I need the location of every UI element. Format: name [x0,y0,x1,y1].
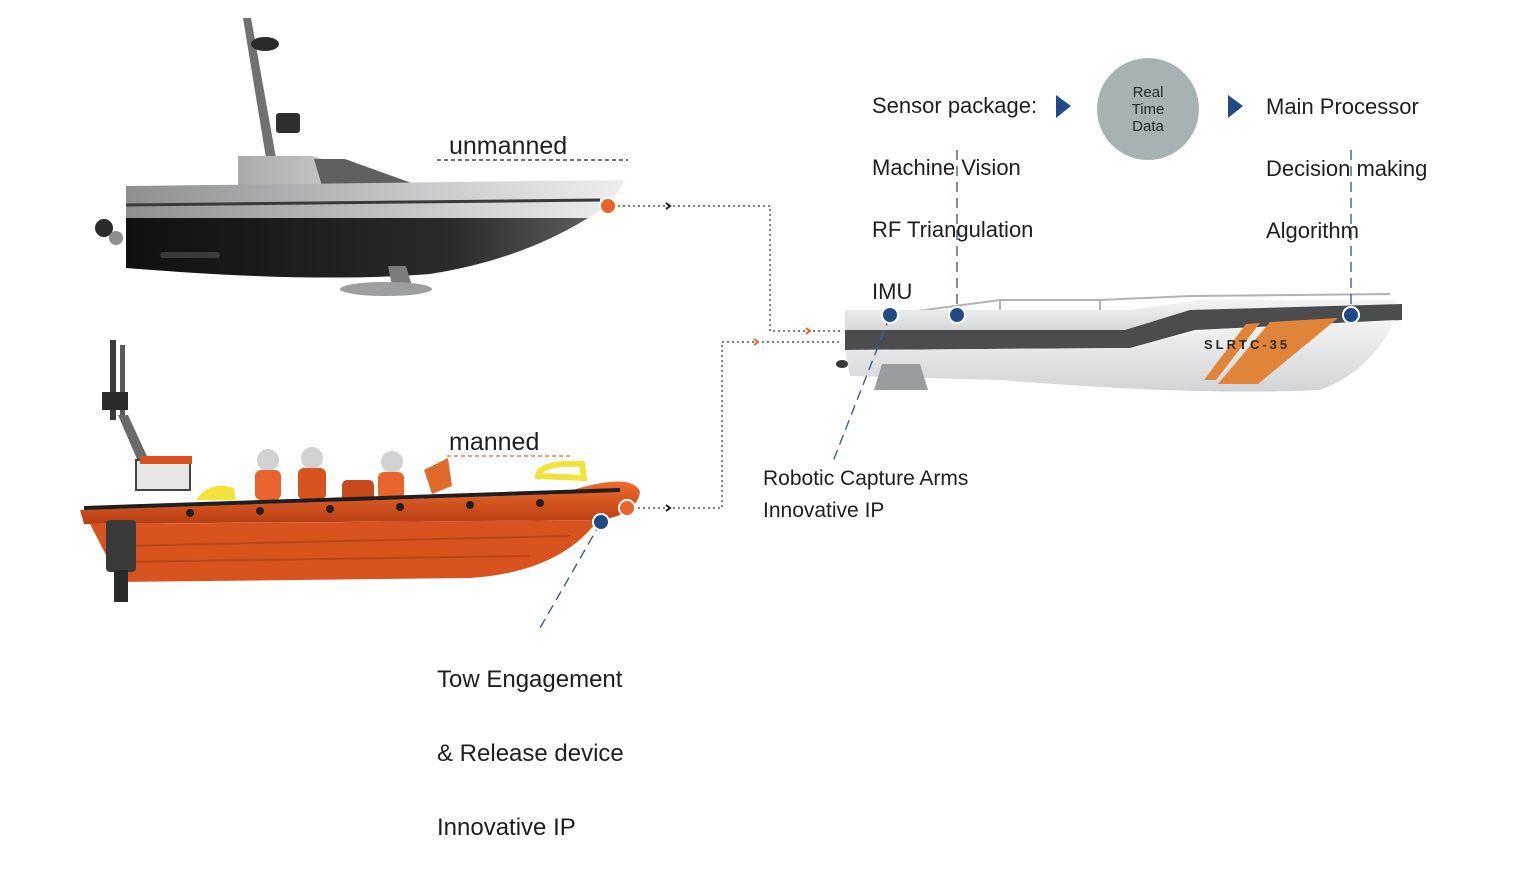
bubble-line: Time [1131,100,1165,118]
tube [80,481,640,524]
label-unmanned: unmanned [449,132,568,160]
connection-dot-icon [592,513,610,531]
vessel-band [845,304,1402,350]
keel-fin [388,266,412,286]
tow-line: Tow Engagement [437,666,623,693]
tow-device-text: Tow Engagement & Release device Innovati… [437,624,624,883]
sensor-line: IMU [872,279,913,304]
realtime-data-bubble: Real Time Data [1097,58,1199,160]
stern-gear-2 [109,231,123,245]
robotic-line: Robotic Capture Arms [763,467,969,490]
processor-line: Algorithm [1266,218,1359,243]
bubble-line: Real [1132,83,1164,101]
connection-dot-icon [1342,306,1360,324]
robotic-line: Innovative IP [763,499,885,522]
connectors [437,150,1352,629]
connector-manned [628,341,842,509]
sensor-line: Machine Vision [872,155,1021,180]
sensor-package-text: Sensor package: Machine Vision RF Triang… [872,59,1037,338]
hull-lower [126,218,588,278]
leader-robotic [831,315,891,465]
processor-line: Decision making [1266,156,1428,181]
hull-stripe [1218,318,1338,384]
sensor-line: RF Triangulation [872,217,1034,242]
antenna-box [276,113,300,133]
processor-line: Main Processor [1266,94,1419,119]
hull-upper [126,180,625,218]
capture-arm [874,364,928,390]
unmanned-boat [95,18,625,296]
stern-gear [95,219,113,237]
radar-dome [251,37,279,51]
leader-tow [539,521,602,629]
chevron-right-icon [665,202,672,512]
hull-mark: SLRTC-35 [1204,337,1290,352]
label-manned: manned [449,428,540,456]
chevron-right-icon-orange [753,327,812,346]
manned-console [102,392,128,410]
hull-slot [160,252,220,258]
tube-line [83,488,621,510]
bubble-line: Data [1132,117,1164,135]
hull-stripe-2 [1204,323,1260,380]
slrtc-vessel [836,293,1402,392]
keel-bulb [340,282,432,296]
connection-dot-icon [618,499,636,517]
connection-dot-icon [948,306,966,324]
connection-dots [592,197,1360,531]
flow-arrow-icon-2 [1228,95,1243,118]
console-seat [135,459,191,491]
yellow-rail-bow [534,460,588,482]
crew [255,447,452,502]
manned-boat [80,340,640,602]
diagram-canvas: SLRTC-35 [80,18,1402,629]
cabin-window [314,159,420,186]
connector-unmanned [608,205,842,332]
robotic-arms-text: Robotic Capture Arms Innovative IP [763,463,968,527]
manned-hull [90,520,598,582]
manned-mast-2 [120,345,125,415]
processor-text: Main Processor Decision making Algorithm [1266,60,1427,277]
outboard-engine [106,520,136,572]
flow-arrow-icon [1056,95,1071,118]
tow-line: & Release device [437,740,624,767]
connection-dot-icon [881,306,899,324]
tow-line: Innovative IP [437,814,576,841]
console-top [140,456,192,464]
mast [243,18,276,158]
manned-mast [110,340,116,420]
sensor-line: Sensor package: [872,93,1038,118]
yellow-rail [196,485,236,500]
connection-dot-icon [599,197,617,215]
rub-rail [125,198,601,207]
